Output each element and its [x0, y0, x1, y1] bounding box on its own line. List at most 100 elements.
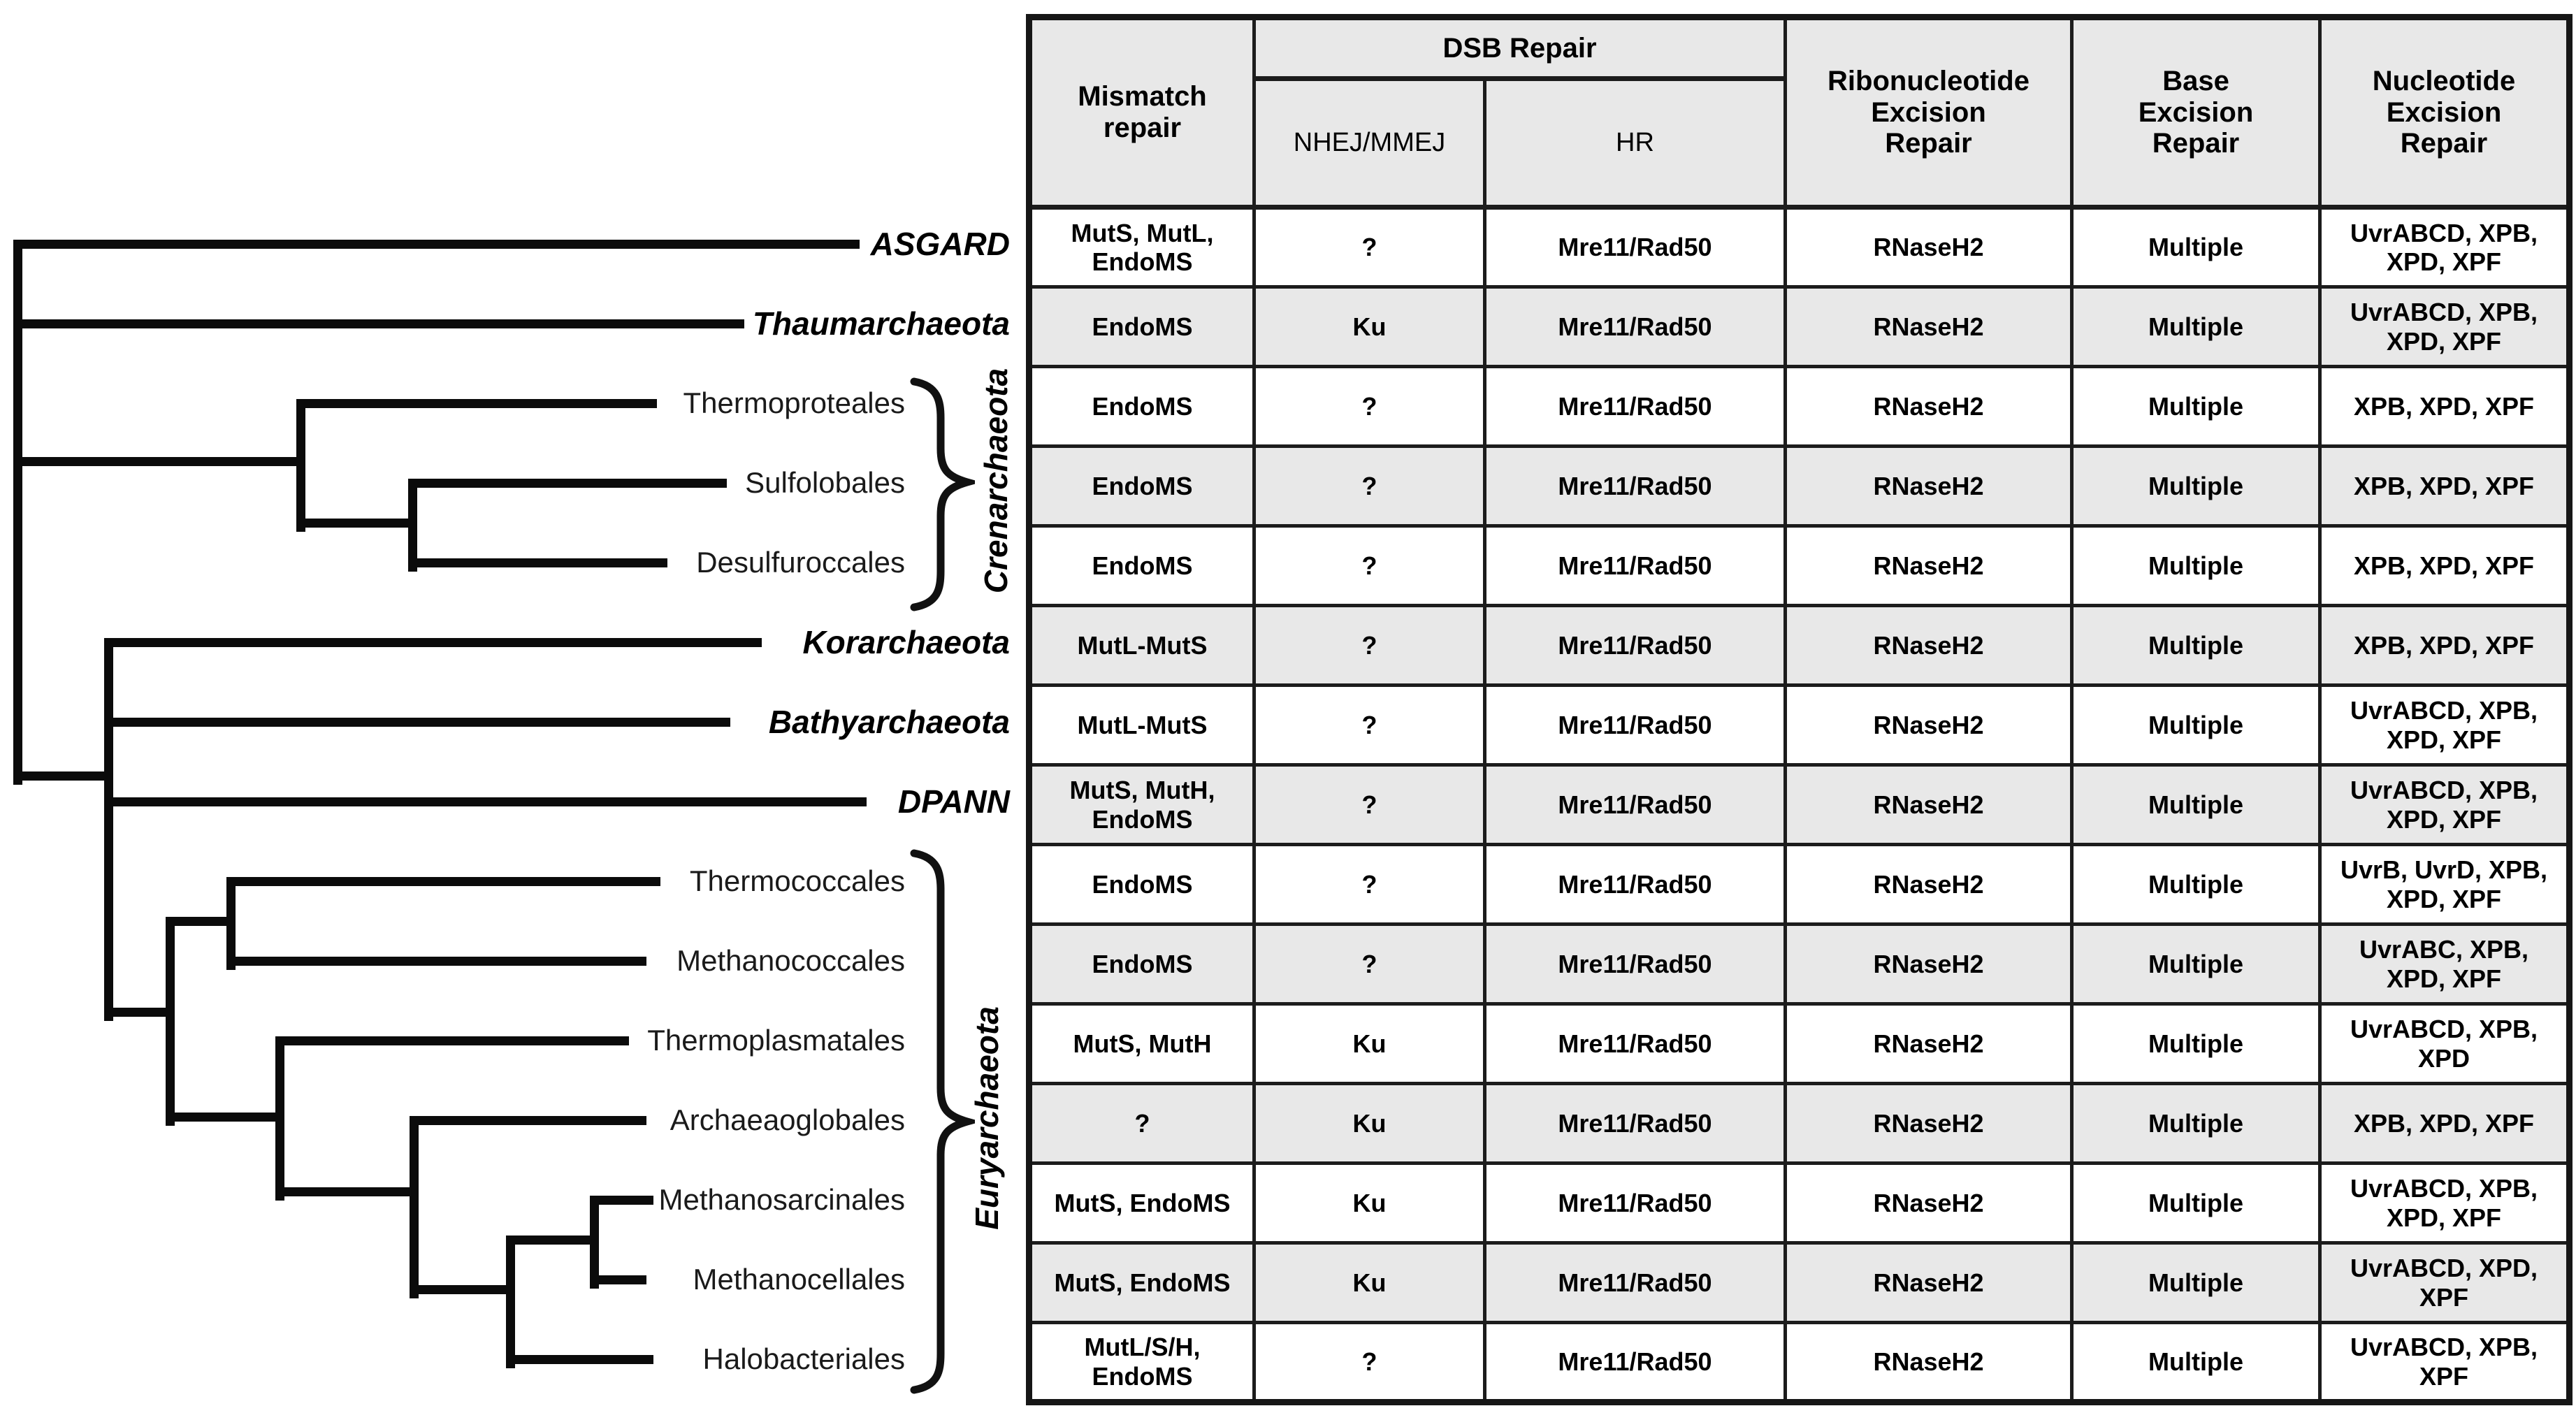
table-cell: Mre11/Rad50	[1483, 1002, 1787, 1085]
tree-leaf-label-bathyarchaeota: Bathyarchaeota	[768, 704, 1010, 740]
table-cell: RNaseH2	[1783, 1002, 2074, 1085]
tree-branch-line	[231, 957, 646, 966]
table-cell: UvrABCD, XPD, XPF	[2318, 1241, 2571, 1324]
table-cell: Mre11/Rad50	[1483, 1082, 1787, 1165]
tree-leaf-label-archaeaoglobales: Archaeaoglobales	[670, 1103, 905, 1136]
table-cell: Mre11/Rad50	[1483, 285, 1787, 368]
tree-connector-line	[17, 771, 113, 781]
table-cell: RNaseH2	[1783, 444, 2074, 528]
table-cell: Mre11/Rad50	[1483, 524, 1787, 607]
table-row-thaumarchaeota: EndoMS Ku Mre11/Rad50 RNaseH2 Multiple U…	[1027, 285, 2571, 368]
table-cell: XPB, XPD, XPF	[2318, 1082, 2571, 1165]
tree-connector-line	[170, 1113, 284, 1122]
header-base-excision-repair: Base Excision Repair	[2070, 15, 2322, 210]
table-cell: Mre11/Rad50	[1483, 843, 1787, 926]
table-row-bathyarchaeota: MutL-MutS ? Mre11/Rad50 RNaseH2 Multiple…	[1027, 683, 2571, 767]
header-nhej-mmej: NHEJ/MMEJ	[1252, 77, 1486, 210]
table-cell: RNaseH2	[1783, 843, 2074, 926]
table-cell: UvrABC, XPB, XPD, XPF	[2318, 922, 2571, 1006]
table-cell: ?	[1252, 205, 1486, 289]
table-cell: XPB, XPD, XPF	[2318, 604, 2571, 687]
table-cell: RNaseH2	[1783, 1082, 2074, 1165]
table-cell: ?	[1252, 604, 1486, 687]
table-cell: UvrABCD, XPB, XPD, XPF	[2318, 285, 2571, 368]
table-cell: MutL/S/H, EndoMS	[1027, 1321, 1256, 1404]
tree-branch-line	[510, 1355, 653, 1364]
tree-leaf-label-methanocellales: Methanocellales	[693, 1263, 905, 1296]
table-cell: MutS, EndoMS	[1027, 1241, 1256, 1324]
table-header-row: Mismatch repair DSB Repair Ribonucleotid…	[1027, 15, 2571, 210]
tree-leaf-label-korarchaeota: Korarchaeota	[802, 624, 1010, 660]
tree-leaf-label-thaumarchaeota: Thaumarchaeota	[752, 305, 1010, 342]
euryarchaeota-brace	[910, 849, 975, 1394]
tree-branch-line	[280, 1036, 629, 1045]
tree-branch-line	[166, 917, 175, 1126]
header-dsb-repair: DSB Repair	[1252, 15, 1787, 81]
table-row-thermoproteales: EndoMS ? Mre11/Rad50 RNaseH2 Multiple XP…	[1027, 365, 2571, 448]
table-cell: Multiple	[2070, 1082, 2322, 1165]
table-cell: Multiple	[2070, 285, 2322, 368]
tree-connector-line	[301, 519, 417, 528]
tree-branch-line	[410, 1116, 419, 1298]
tree-branch-line	[414, 1116, 646, 1125]
table-cell: RNaseH2	[1783, 1161, 2074, 1245]
header-nucleotide-excision-repair: Nucleotide Excision Repair	[2318, 15, 2571, 210]
tree-leaf-label-thermoplasmatales: Thermoplasmatales	[647, 1024, 905, 1057]
tree-branch-line	[108, 638, 762, 647]
table-cell: ?	[1252, 444, 1486, 528]
table-cell: Multiple	[2070, 524, 2322, 607]
table-cell: UvrABCD, XPB, XPD, XPF	[2318, 1161, 2571, 1245]
tree-leaf-label-methanococcales: Methanococcales	[676, 944, 905, 977]
table-cell: MutS, MutL, EndoMS	[1027, 205, 1256, 289]
table-cell: UvrABCD, XPB, XPF	[2318, 1321, 2571, 1404]
tree-branch-line	[412, 558, 667, 567]
tree-connector-line	[17, 457, 305, 466]
tree-connector-line	[280, 1187, 418, 1196]
table-cell: UvrABCD, XPB, XPD, XPF	[2318, 205, 2571, 289]
table-cell: Multiple	[2070, 1002, 2322, 1085]
tree-branch-line	[108, 718, 730, 727]
tree-branch-line	[301, 399, 657, 408]
table-row-halobacteriales: MutL/S/H, EndoMS ? Mre11/Rad50 RNaseH2 M…	[1027, 1321, 2571, 1404]
tree-branch-line	[594, 1275, 646, 1284]
table-cell: Multiple	[2070, 922, 2322, 1006]
tree-connector-line	[108, 1008, 174, 1017]
table-cell: EndoMS	[1027, 365, 1256, 448]
table-cell: Multiple	[2070, 1241, 2322, 1324]
table-row-desulfuroccales: EndoMS ? Mre11/Rad50 RNaseH2 Multiple XP…	[1027, 524, 2571, 607]
table-row-methanococcales: EndoMS ? Mre11/Rad50 RNaseH2 Multiple Uv…	[1027, 922, 2571, 1006]
tree-connector-line	[414, 1285, 514, 1294]
table-cell: Mre11/Rad50	[1483, 1161, 1787, 1245]
table-cell: MutS, MutH, EndoMS	[1027, 763, 1256, 846]
tree-leaf-label-sulfolobales: Sulfolobales	[745, 466, 905, 499]
table-cell: Multiple	[2070, 843, 2322, 926]
table-cell: RNaseH2	[1783, 604, 2074, 687]
table-row-sulfolobales: EndoMS ? Mre11/Rad50 RNaseH2 Multiple XP…	[1027, 444, 2571, 528]
header-ribonucleotide-excision-repair: Ribonucleotide Excision Repair	[1783, 15, 2074, 210]
tree-branch-line	[506, 1236, 515, 1368]
table-cell: ?	[1252, 1321, 1486, 1404]
tree-connector-line	[510, 1236, 598, 1245]
table-cell: Mre11/Rad50	[1483, 604, 1787, 687]
table-cell: RNaseH2	[1783, 365, 2074, 448]
table-cell: Ku	[1252, 285, 1486, 368]
tree-branch-line	[108, 797, 867, 806]
table-cell: XPB, XPD, XPF	[2318, 524, 2571, 607]
clade-label-crenarchaeota: Crenarchaeota	[978, 368, 1014, 594]
table-cell: Multiple	[2070, 1321, 2322, 1404]
tree-trunk-line	[13, 240, 22, 785]
table-cell: XPB, XPD, XPF	[2318, 365, 2571, 448]
table-cell: EndoMS	[1027, 843, 1256, 926]
table-cell: Ku	[1252, 1161, 1486, 1245]
table-cell: MutS, EndoMS	[1027, 1161, 1256, 1245]
header-mismatch-repair: Mismatch repair	[1027, 15, 1256, 210]
table-row-thermoplasmatales: MutS, MutH Ku Mre11/Rad50 RNaseH2 Multip…	[1027, 1002, 2571, 1085]
table-cell: RNaseH2	[1783, 763, 2074, 846]
table-cell: EndoMS	[1027, 444, 1256, 528]
table-row-methanosarcinales: MutS, EndoMS Ku Mre11/Rad50 RNaseH2 Mult…	[1027, 1161, 2571, 1245]
table-cell: Ku	[1252, 1002, 1486, 1085]
table-cell: ?	[1252, 683, 1486, 767]
table-cell: ?	[1252, 524, 1486, 607]
tree-branch-line	[104, 638, 113, 1021]
